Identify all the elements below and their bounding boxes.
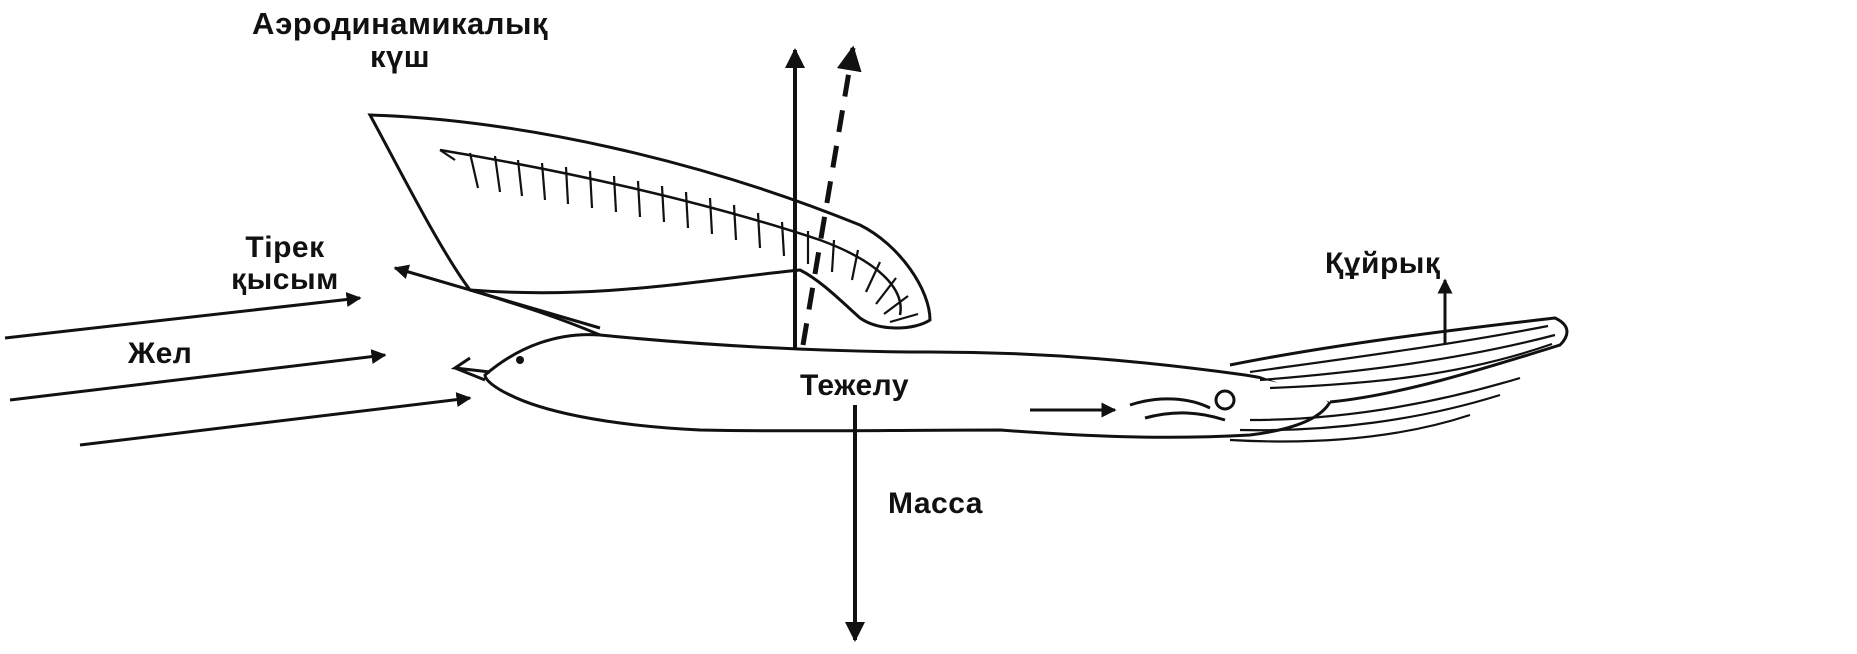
drag-label: Тежелу bbox=[800, 370, 909, 402]
mass-label: Масса bbox=[888, 488, 983, 520]
wind-arrow-1 bbox=[5, 298, 360, 338]
support-pressure-label: Тірек қысым bbox=[200, 232, 370, 295]
tail-label: Құйрық bbox=[1325, 248, 1440, 280]
wind-arrow-2 bbox=[10, 355, 385, 400]
wind-arrow-3 bbox=[80, 398, 470, 445]
aerodynamic-force-label-line2: күш bbox=[205, 41, 595, 74]
support-pressure-label-line1: Тірек bbox=[200, 232, 370, 264]
support-pressure-label-line2: қысым bbox=[200, 264, 370, 296]
wind-label: Жел bbox=[128, 338, 192, 370]
bird-eye-icon bbox=[516, 356, 524, 364]
wing-outline bbox=[370, 115, 930, 328]
aerodynamic-force-label: Аэродинамикалық күш bbox=[205, 8, 595, 73]
aerodynamic-force-label-line1: Аэродинамикалық bbox=[205, 8, 595, 41]
